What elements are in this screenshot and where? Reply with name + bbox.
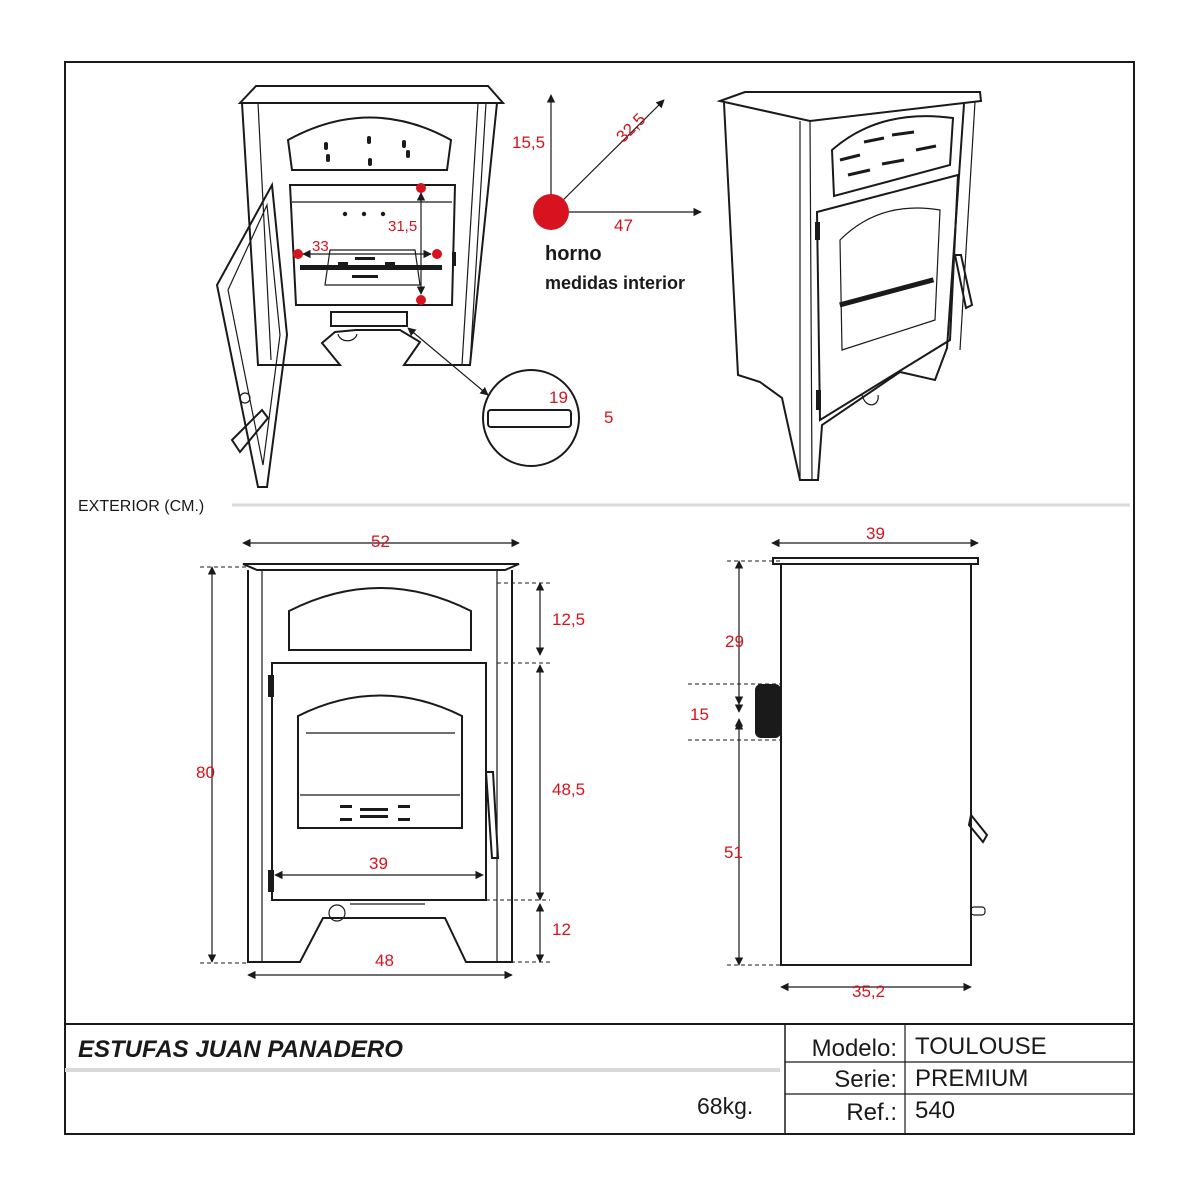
oven-height-label: 15,5: [512, 133, 545, 152]
stove-closed-door-perspective: [716, 91, 983, 481]
exterior-label: EXTERIOR (CM.): [78, 498, 204, 515]
weight-value: 68kg.: [697, 1093, 753, 1119]
base-height-label: 12: [552, 920, 571, 939]
height-total-label: 80: [196, 763, 215, 782]
base-width-label: 48: [375, 951, 394, 970]
side-top-depth-label: 39: [866, 524, 885, 543]
title-block: ESTUFAS JUAN PANADERO 68kg. Modelo: TOUL…: [65, 1023, 1134, 1134]
ash-slot-width: 19: [549, 388, 568, 407]
front-elevation: 52 80 12,5 48,5 12 39 48: [196, 532, 585, 980]
oven-measure-points: [293, 183, 442, 305]
model-label: Modelo:: [812, 1035, 897, 1062]
stove-open-door-perspective: 31,5 33: [215, 85, 506, 488]
oven-origin-marker: [533, 194, 569, 230]
oven-dimension-axes: 15,5 32,5 47 horno medidas interior: [512, 94, 702, 293]
oven-grill-lines: [839, 130, 937, 177]
series-label: Serie:: [834, 1066, 897, 1093]
closed-door: [815, 173, 960, 422]
ref-value: 540: [915, 1097, 955, 1124]
oven-vent-slots: [324, 136, 410, 166]
top-to-flue-label: 29: [725, 632, 744, 651]
model-value: TOULOUSE: [915, 1033, 1047, 1060]
firebox-dots: [342, 211, 386, 217]
ash-slot-height: 5: [604, 408, 613, 427]
oven-subtitle: medidas interior: [545, 273, 685, 293]
inner-width-label: 33: [312, 238, 329, 255]
oven-door-height-label: 12,5: [552, 610, 585, 629]
side-elevation: 39 29 15 51 35,2: [688, 524, 989, 1001]
door-height-label: 48,5: [552, 780, 585, 799]
sheet-border: [64, 61, 1135, 1135]
grate-bar: [300, 265, 442, 270]
oven-title: horno: [545, 243, 602, 265]
door-width-label: 39: [369, 854, 388, 873]
series-value: PREMIUM: [915, 1065, 1028, 1092]
side-base-depth-label: 35,2: [852, 982, 885, 1001]
oven-depth-label: 32,5: [613, 110, 650, 147]
ref-label: Ref.:: [846, 1099, 897, 1126]
ash-slot: [330, 311, 408, 327]
oven-width-label: 47: [614, 216, 633, 235]
inner-height-label: 31,5: [388, 218, 417, 235]
open-door: [215, 181, 289, 488]
top-width-label: 52: [371, 532, 390, 551]
flue-outlet: [755, 684, 781, 738]
flue-diameter-label: 15: [690, 705, 709, 724]
ash-slot-detail: 19 5: [482, 369, 613, 467]
brand-name: ESTUFAS JUAN PANADERO: [78, 1036, 403, 1063]
flue-to-floor-label: 51: [724, 843, 743, 862]
